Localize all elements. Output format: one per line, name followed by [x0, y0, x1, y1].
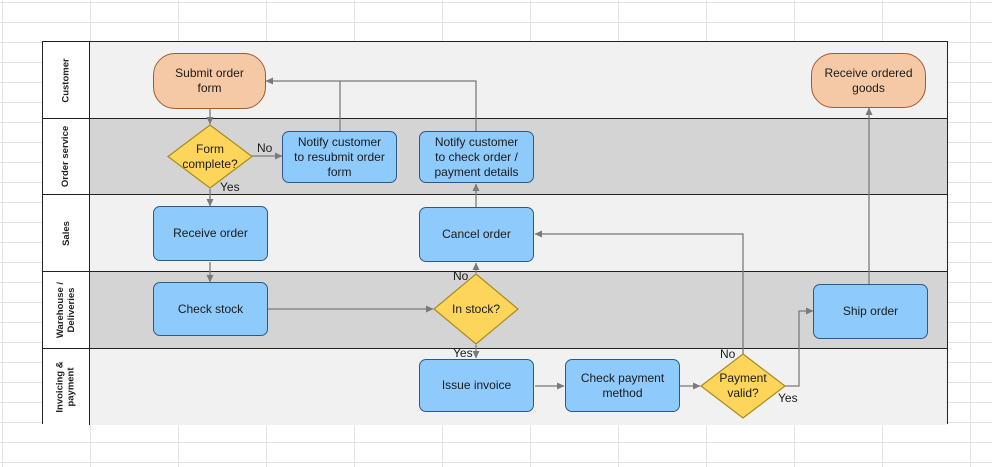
cancel-order-label: Cancel order [442, 227, 511, 241]
lane-label-sales: Sales [60, 220, 72, 246]
stock-no-label: No [453, 269, 469, 283]
submit-order-form-label: Submit order form [175, 66, 244, 95]
form-complete-decision[interactable]: Form complete? [167, 124, 253, 189]
form-no-label: No [257, 141, 273, 155]
payment-no-label: No [720, 347, 736, 361]
form-yes-label: Yes [220, 180, 240, 194]
form-complete-label: Form complete? [182, 141, 238, 171]
receive-ordered-goods-label: Receive ordered goods [824, 65, 913, 95]
check-stock-label: Check stock [177, 301, 244, 316]
check-payment-method-node[interactable]: Check payment method [565, 359, 680, 412]
submit-order-form-node[interactable]: Submit order form [153, 53, 266, 109]
receive-order-node[interactable]: Receive order [153, 206, 268, 261]
stock-yes-label: Yes [453, 346, 473, 360]
issue-invoice-label: Issue invoice [441, 378, 512, 392]
in-stock-decision[interactable]: In stock? [433, 273, 519, 345]
notify-resubmit-label: Notify customer to resubmit order form [294, 134, 385, 179]
lane-label-warehouse: Warehouse /Deliveries [55, 281, 78, 339]
in-stock-label: In stock? [451, 301, 501, 316]
issue-invoice-node[interactable]: Issue invoice [419, 359, 534, 412]
ship-order-label: Ship order [842, 304, 899, 318]
ship-order-node[interactable]: Ship order [813, 284, 928, 339]
payment-valid-label: Payment valid? [719, 371, 767, 400]
cancel-order-node[interactable]: Cancel order [419, 207, 534, 262]
notify-check-label: Notify customer to check order / payment… [434, 134, 519, 179]
payment-yes-label: Yes [778, 391, 798, 405]
check-stock-node[interactable]: Check stock [153, 282, 268, 336]
payment-valid-decision[interactable]: Payment valid? [700, 353, 786, 419]
check-payment-method-label: Check payment method [580, 370, 665, 400]
receive-ordered-goods-node[interactable]: Receive ordered goods [811, 53, 926, 108]
lane-label-order-service: Order service [60, 125, 72, 188]
notify-resubmit-node[interactable]: Notify customer to resubmit order form [282, 131, 397, 183]
notify-check-node[interactable]: Notify customer to check order / payment… [419, 131, 534, 183]
receive-order-label: Receive order [173, 226, 248, 240]
lane-label-invoicing: Invoicing &payment [55, 361, 78, 413]
lane-label-customer: Customer [60, 57, 72, 103]
